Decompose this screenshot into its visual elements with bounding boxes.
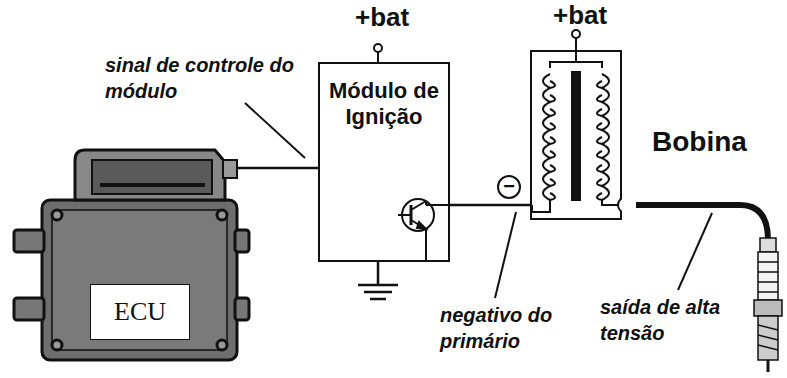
output-name: saída de alta tensão bbox=[600, 294, 750, 346]
polarity-mark: − bbox=[497, 175, 521, 199]
ignition-module: Módulo de Ignição bbox=[318, 62, 450, 262]
coil-windings bbox=[530, 50, 622, 220]
wire bbox=[450, 204, 530, 207]
ecu-label: ECU bbox=[90, 284, 190, 340]
supply-label: +bat bbox=[553, 0, 607, 31]
ecu-illustration bbox=[14, 150, 249, 360]
supply-label: +bat bbox=[355, 2, 409, 33]
wire bbox=[237, 167, 318, 170]
coil-heading: Bobina bbox=[652, 126, 747, 158]
signal-name: sinal de controle do módulo bbox=[105, 52, 305, 104]
leader-line bbox=[245, 103, 712, 298]
wire-name: negativo do primário bbox=[440, 302, 580, 354]
spark-plug bbox=[754, 238, 782, 372]
module-title: Módulo de Ignição bbox=[329, 78, 439, 130]
ecu-unit: ECU bbox=[42, 150, 237, 360]
high-voltage-wire bbox=[636, 205, 768, 240]
ignition-coil: Bobina bbox=[530, 50, 622, 220]
ground-symbol bbox=[358, 262, 398, 299]
